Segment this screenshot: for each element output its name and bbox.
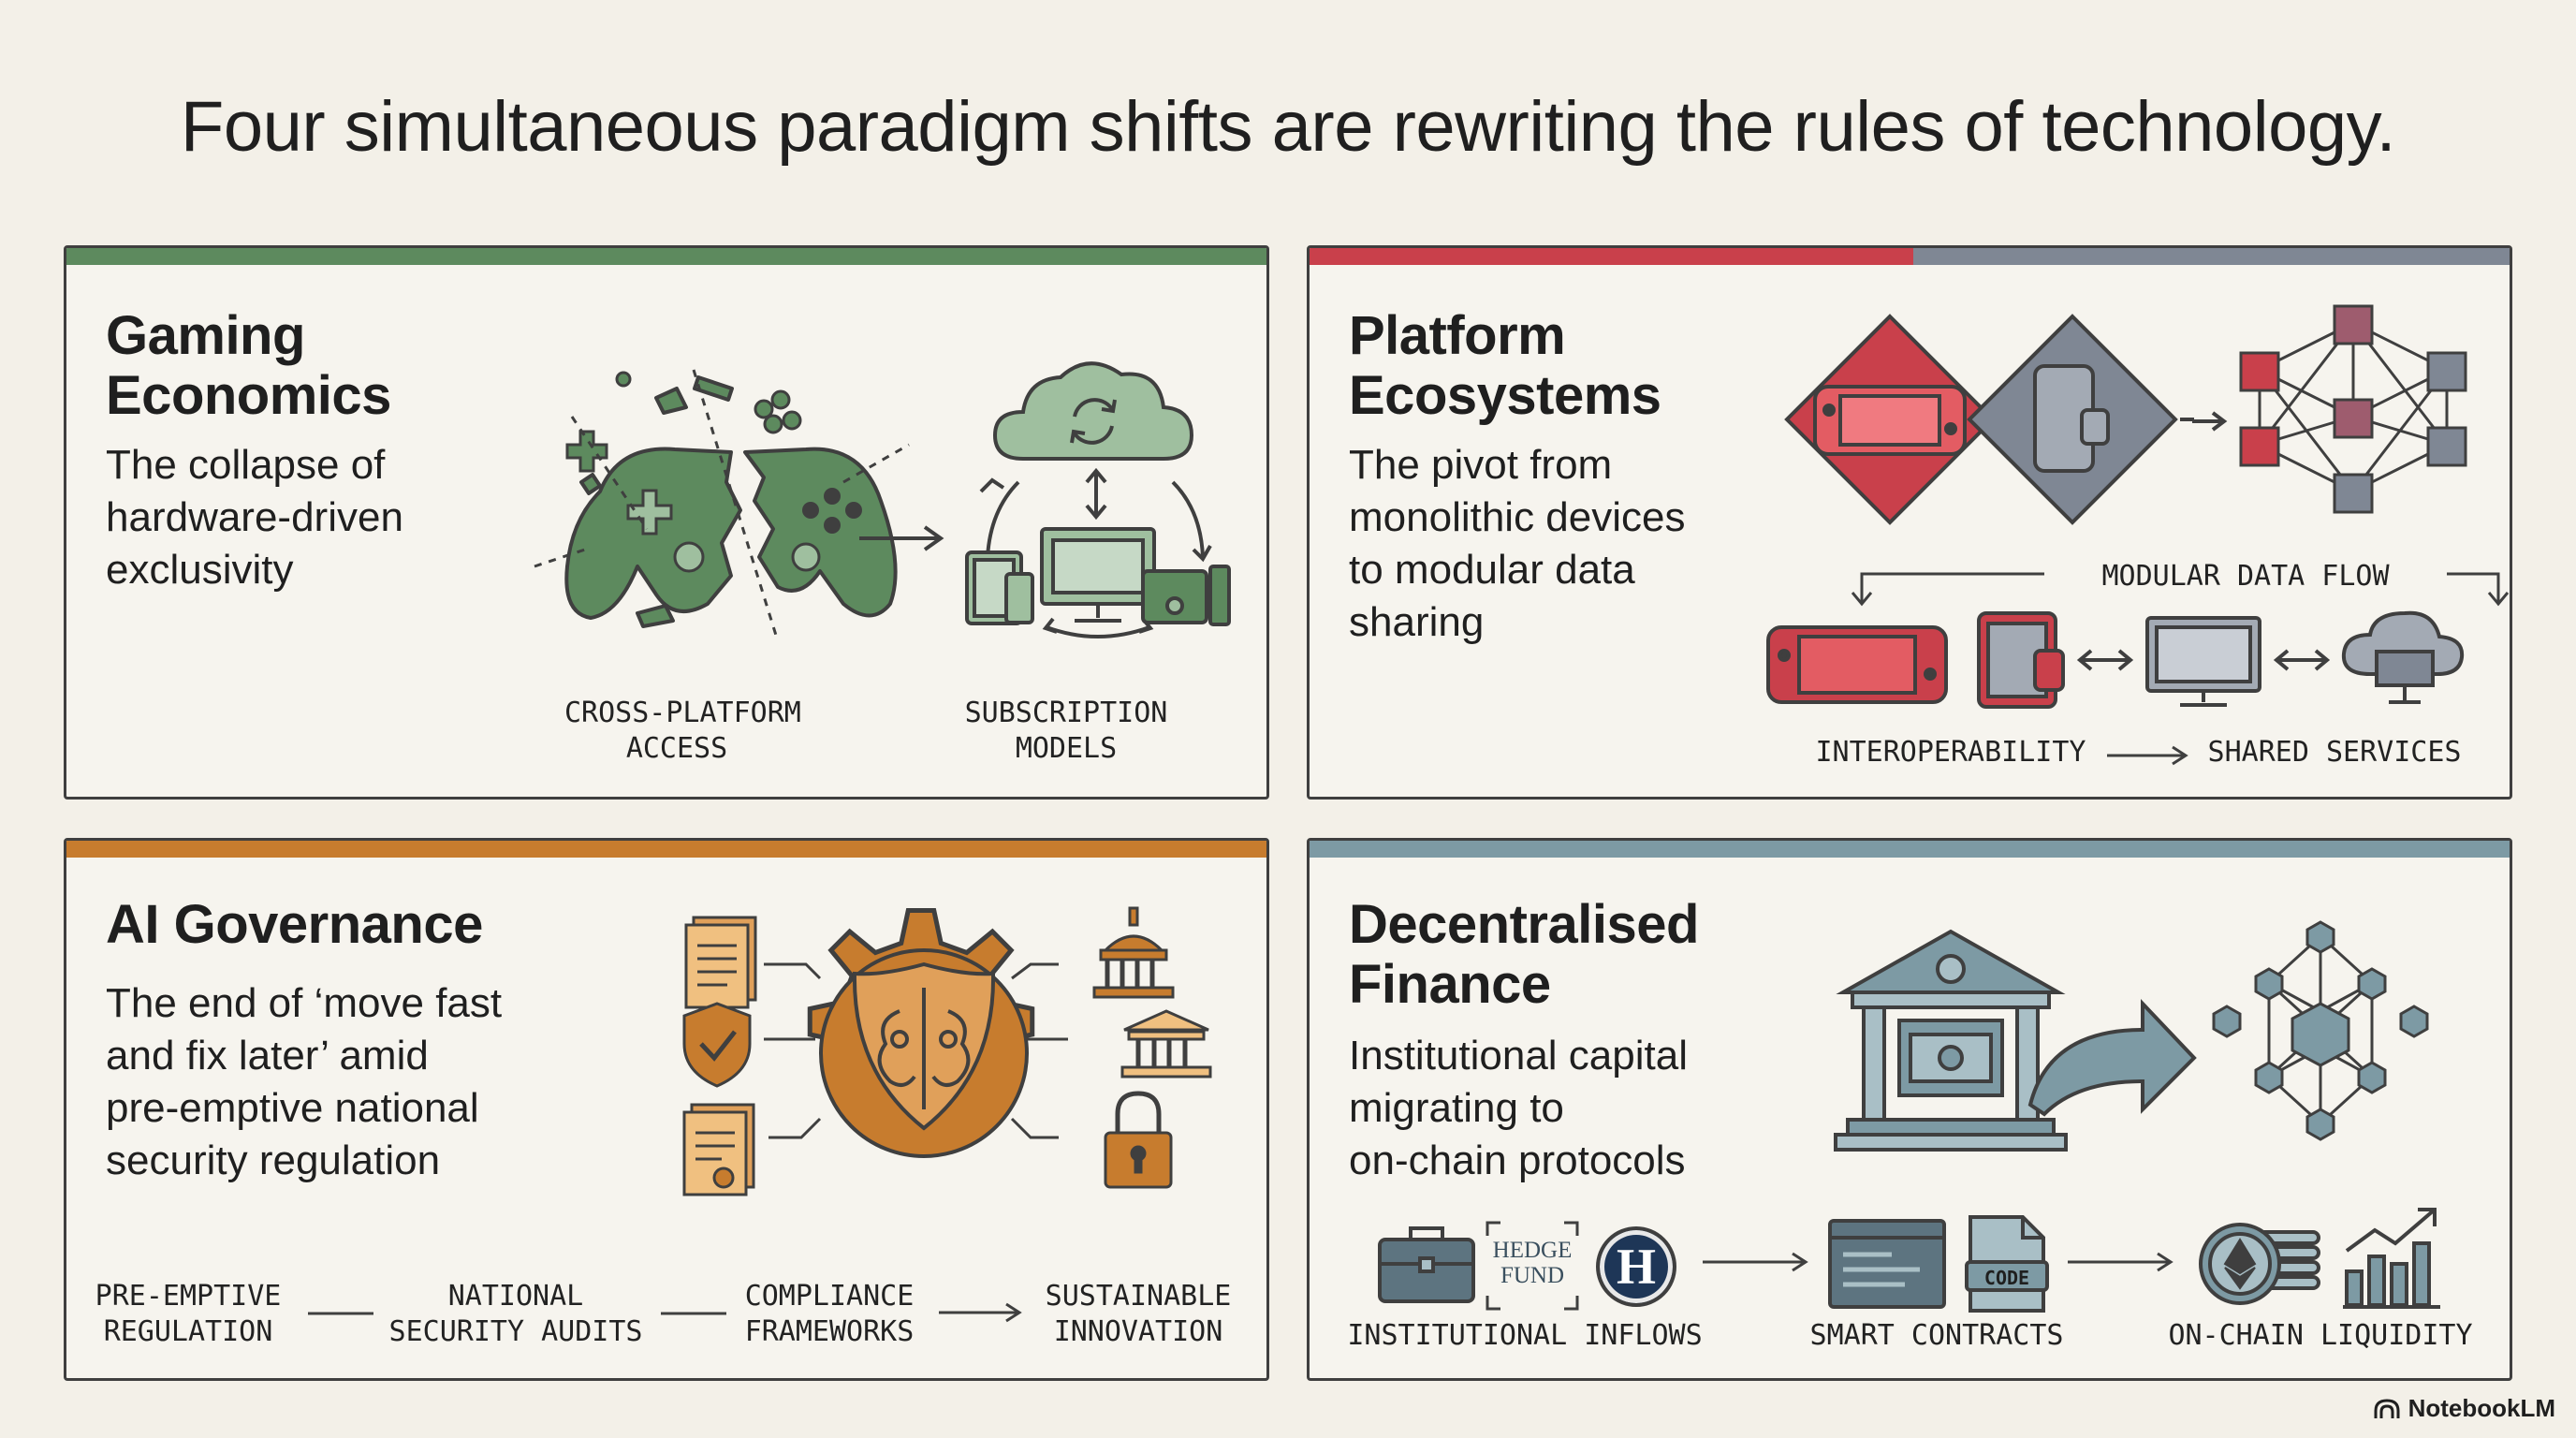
ai-accent-bar	[66, 841, 1266, 858]
monolithic-devices-icon	[1784, 314, 2194, 525]
ai-title: AI Governance	[106, 894, 483, 955]
platform-accent-bar-red	[1310, 248, 1913, 265]
page-title: Four simultaneous paradigm shifts are re…	[180, 87, 2396, 167]
h-badge: H	[1596, 1226, 1676, 1307]
gaming-accent-bar	[66, 248, 1266, 265]
broken-controller-icon	[534, 369, 910, 642]
ai-governance-gear-icon	[682, 906, 1212, 1196]
code-badge: CODE	[1983, 1267, 2030, 1289]
brand-name: NotebookLM	[2408, 1394, 2555, 1422]
subscription-label: SUBSCRIPTION MODELS	[964, 697, 1168, 765]
code-document-icon	[1965, 1215, 2049, 1313]
hedge-fund-frame	[1486, 1221, 1579, 1311]
arrow-right-icon	[859, 525, 944, 551]
defi-panel: Decentralised Finance Institutional capi…	[1307, 838, 2512, 1381]
arrow-right-icon	[2107, 745, 2188, 766]
defi-accent-bar	[1310, 841, 2510, 858]
gaming-title: Gaming Economics	[106, 305, 391, 426]
gaming-panel: Gaming Economics The collapse of hardwar…	[64, 245, 1269, 800]
connector-line	[661, 1312, 726, 1315]
flow-connector	[1851, 572, 2510, 607]
growth-chart-icon	[2343, 1208, 2440, 1309]
platform-accent-bar-slate	[1913, 248, 2510, 265]
interoperability-label: INTEROPERABILITY	[1815, 736, 2086, 769]
cloud-sync-devices-icon	[965, 361, 1231, 638]
arrow-right-icon	[2068, 1252, 2174, 1272]
modular-data-flow-label: MODULAR DATA FLOW	[2101, 560, 2390, 593]
platform-subtitle: The pivot from monolithic devices to mod…	[1349, 442, 1686, 645]
defi-title: Decentralised Finance	[1349, 894, 1699, 1015]
smart-contracts-label: SMART CONTRACTS	[1809, 1319, 2064, 1352]
arrow-right-icon	[939, 1302, 1022, 1323]
modular-network-icon	[2239, 304, 2467, 514]
gaming-subtitle: The collapse of hardware-driven exclusiv…	[106, 442, 403, 593]
ai-panel: AI Governance The end of ‘move fast and …	[64, 838, 1269, 1381]
ethereum-coin-icon	[2199, 1223, 2320, 1305]
step-sustainable-label: SUSTAINABLE INNOVATION	[1045, 1280, 1232, 1348]
defi-subtitle: Institutional capital migrating to on-ch…	[1349, 1033, 1688, 1183]
on-chain-liquidity-label: ON-CHAIN LIQUIDITY	[2168, 1319, 2473, 1352]
interoperable-devices-icon	[1766, 610, 2465, 709]
ai-subtitle: The end of ‘move fast and fix later’ ami…	[106, 980, 503, 1183]
cross-platform-label: CROSS-PLATFORM ACCESS	[564, 697, 801, 765]
shared-services-label: SHARED SERVICES	[2207, 736, 2462, 769]
step-preemptive-label: PRE-EMPTIVE REGULATION	[95, 1280, 282, 1348]
platform-title: Platform Ecosystems	[1349, 305, 1661, 426]
connector-line	[308, 1312, 373, 1315]
step-compliance-label: COMPLIANCE FRAMEWORKS	[744, 1280, 915, 1348]
step-security-audits-label: NATIONAL SECURITY AUDITS	[388, 1280, 643, 1348]
hedge-fund-label: HEDGE FUND	[1492, 1238, 1573, 1288]
notebooklm-logo-icon	[2374, 1398, 2400, 1418]
notebooklm-brand: NotebookLM	[2373, 1394, 2555, 1423]
arrow-right-icon	[1703, 1252, 1808, 1272]
platform-panel: Platform Ecosystems The pivot from monol…	[1307, 245, 2512, 800]
arrow-right-icon	[2192, 411, 2228, 432]
smart-contract-screen-icon	[1828, 1219, 1946, 1309]
institutional-inflows-label: INSTITUTIONAL INFLOWS	[1347, 1319, 1703, 1352]
bank-to-blockchain-icon	[1834, 920, 2429, 1152]
briefcase-icon	[1378, 1226, 1475, 1303]
